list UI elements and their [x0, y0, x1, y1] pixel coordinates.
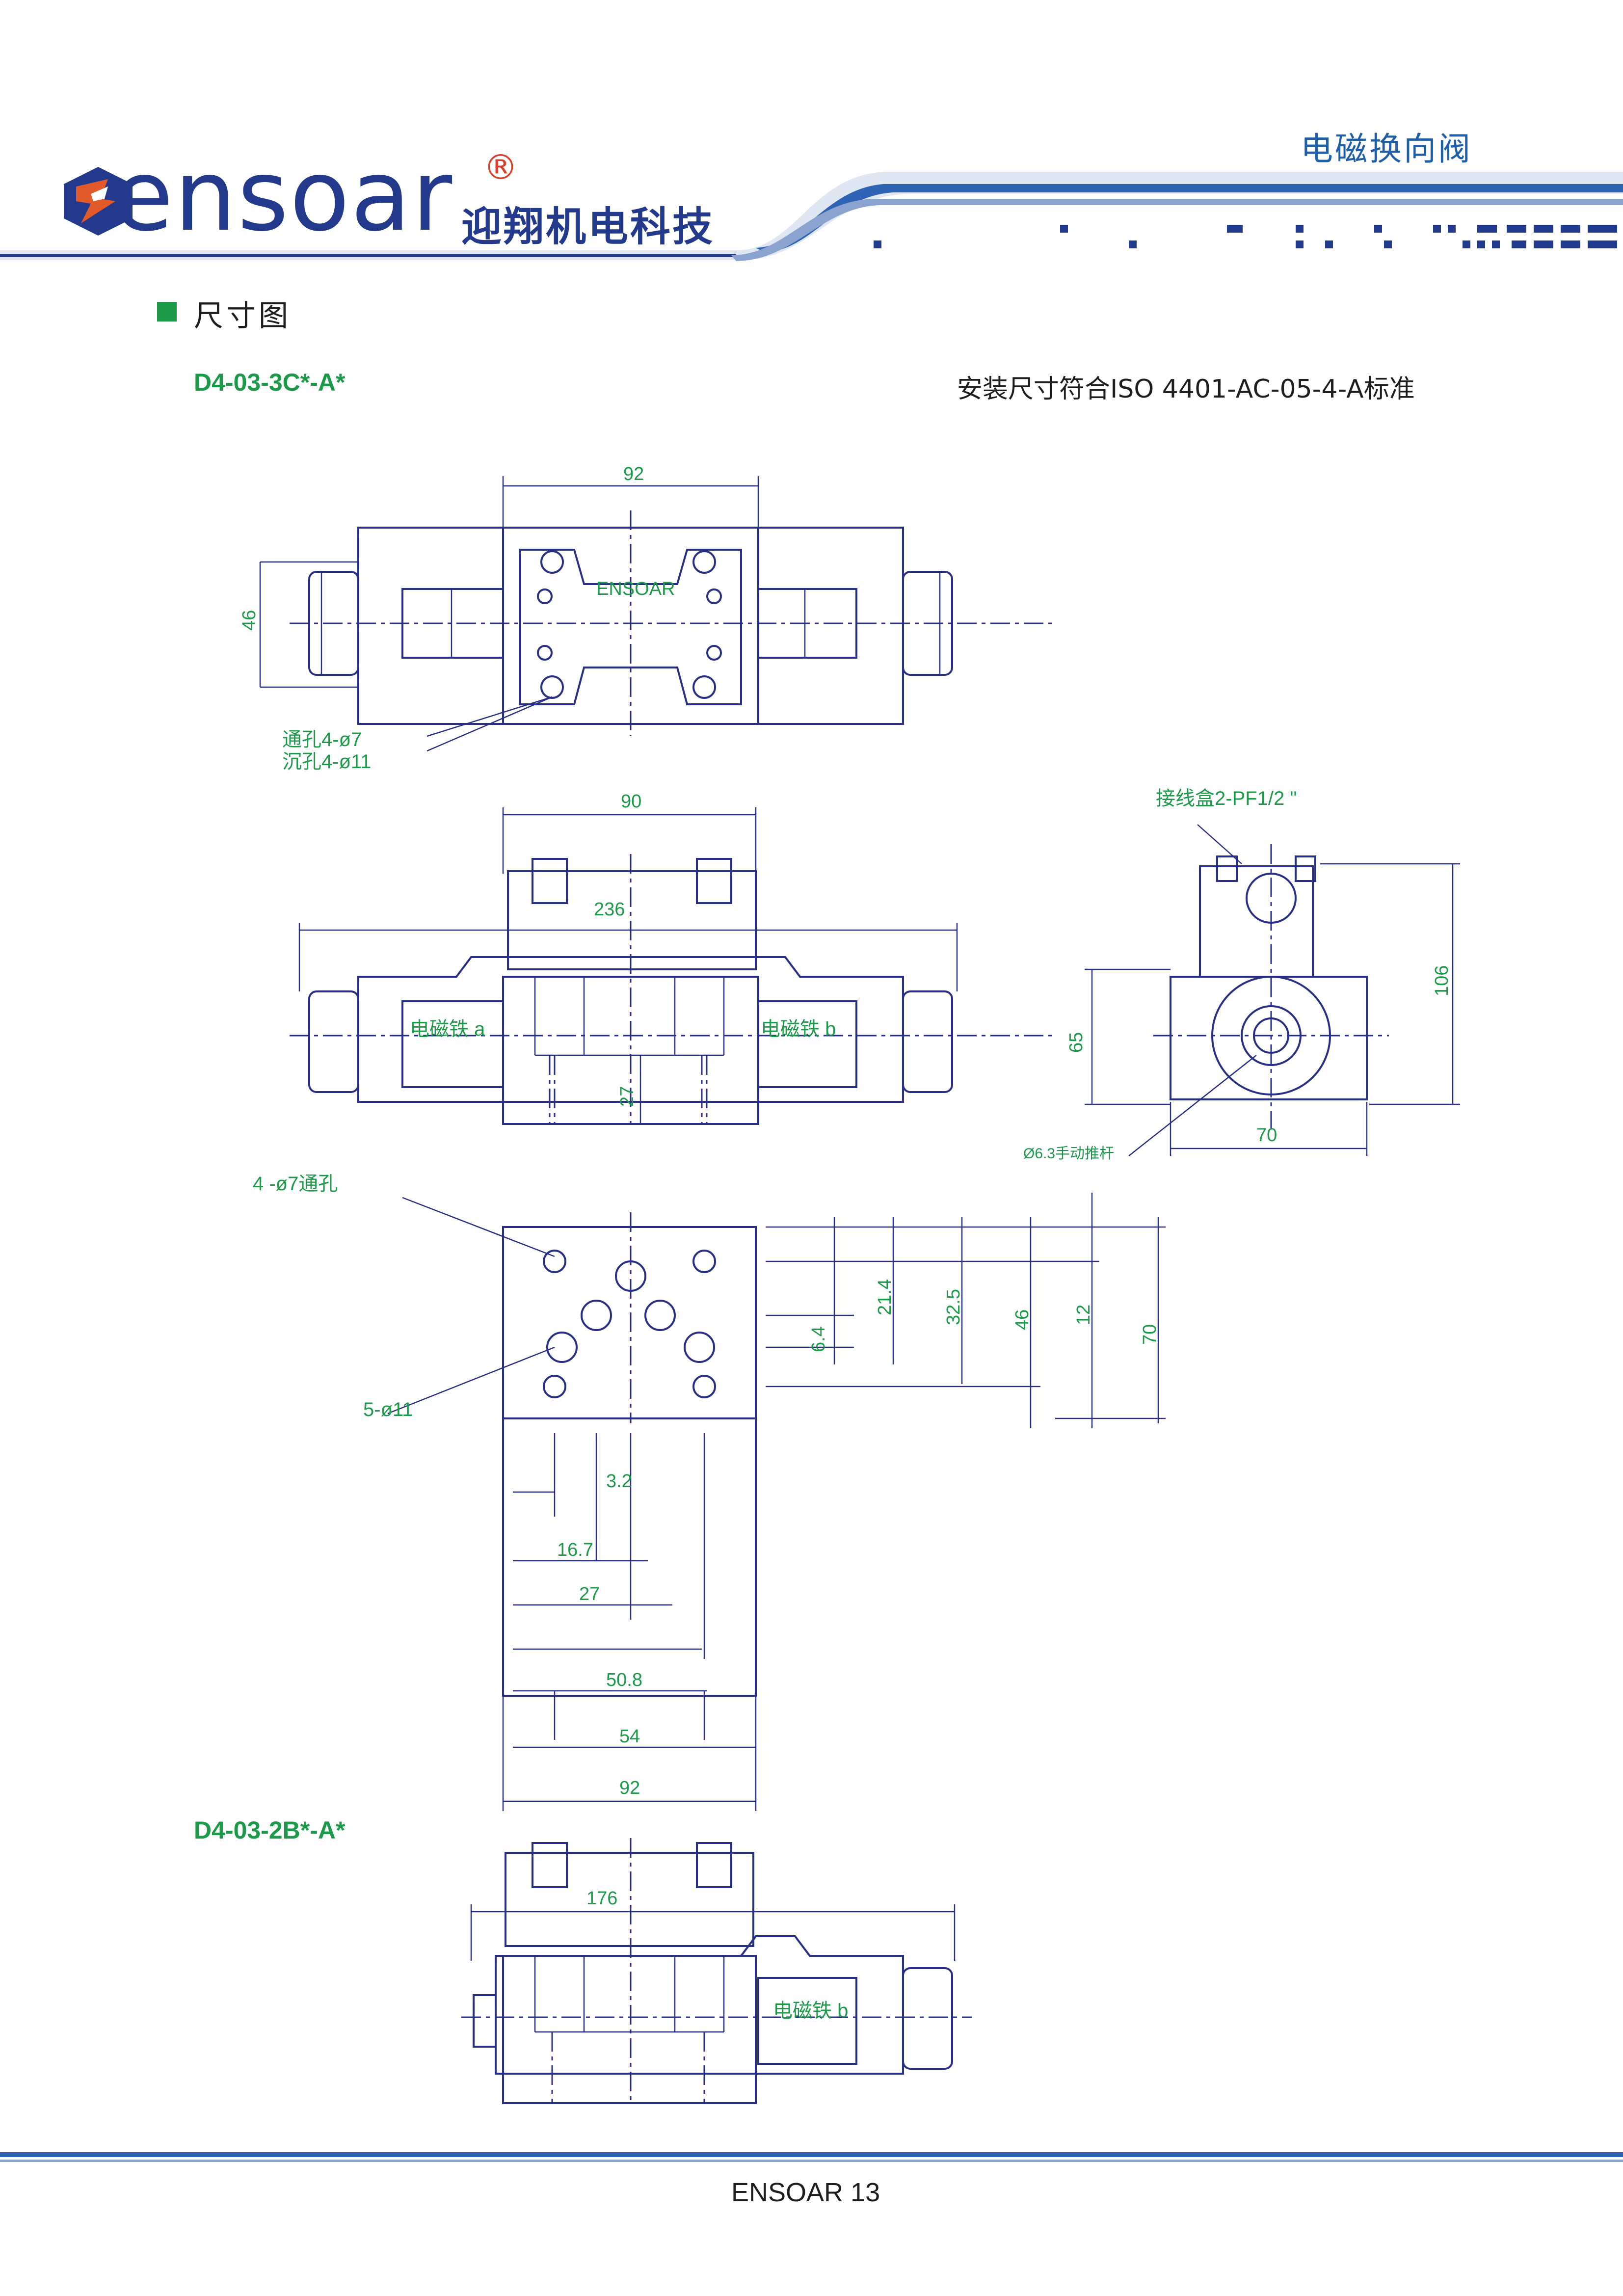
- logo-wordmark: ensoar: [113, 139, 453, 253]
- dim-50-8: 50.8: [606, 1670, 642, 1690]
- header-banner: [0, 172, 1623, 261]
- dim-12: 12: [1073, 1305, 1094, 1325]
- dim-front-overall: 236: [594, 899, 625, 920]
- dim-3-2: 3.2: [606, 1471, 632, 1492]
- company-name: 迎翔机电科技: [461, 204, 715, 250]
- dim-70-port: 70: [1140, 1324, 1160, 1345]
- manual-pin-label: Ø6.3手动推杆: [1023, 1146, 1114, 1162]
- second-model-front-view: [461, 1838, 972, 2104]
- dim-top-width: 92: [623, 464, 644, 484]
- footer-rule-top: [0, 2152, 1623, 2157]
- second-solenoid-b-label: 电磁铁 b: [773, 2000, 848, 2022]
- dim-front-top: 90: [621, 791, 641, 812]
- dim-46: 46: [1012, 1309, 1033, 1330]
- solenoid-b-label: 电磁铁 b: [761, 1018, 836, 1040]
- dim-21-4: 21.4: [875, 1279, 895, 1315]
- dim-top-height: 46: [239, 610, 260, 631]
- section-title: 尺寸图: [194, 299, 291, 333]
- dim-side-65: 65: [1066, 1032, 1087, 1053]
- product-category-title: 电磁换向阀: [1301, 130, 1472, 168]
- dim-32-5: 32.5: [943, 1289, 964, 1325]
- hole-note-counterbore: 沉孔4-ø11: [282, 751, 372, 773]
- registered-mark: ®: [483, 147, 518, 187]
- dim-16-7: 16.7: [557, 1540, 593, 1560]
- center-label-ensoar: ENSOAR: [596, 579, 675, 599]
- top-view: [259, 476, 1055, 752]
- model-code-second: D4-03-2B*-A*: [194, 1816, 346, 1844]
- section-bullet-icon: [157, 302, 177, 321]
- dim-27-port: 27: [579, 1584, 600, 1604]
- logo-mark: [64, 167, 133, 236]
- hole-note-through: 通孔4-ø7: [282, 729, 362, 750]
- dim-side-70: 70: [1256, 1125, 1277, 1146]
- dim-second-overall: 176: [586, 1888, 617, 1909]
- solenoid-a-label: 电磁铁 a: [410, 1018, 485, 1040]
- dim-54: 54: [619, 1726, 640, 1747]
- dim-92-port: 92: [619, 1778, 640, 1798]
- dim-6-4: 6.4: [808, 1326, 829, 1352]
- front-view: [290, 807, 1055, 1125]
- footer-rule-bottom: [0, 2160, 1623, 2162]
- side-view: [1085, 824, 1460, 1156]
- dim-side-106: 106: [1432, 965, 1452, 996]
- through-holes-label: 4 -ø7通孔: [253, 1173, 338, 1195]
- junction-box-label: 接线盒2-PF1/2 ": [1156, 788, 1297, 809]
- model-code-first: D4-03-3C*-A*: [194, 369, 346, 396]
- port-face-view: [387, 1193, 1166, 1811]
- port-holes-label: 5-ø11: [363, 1399, 413, 1420]
- dim-front-27: 27: [617, 1086, 638, 1107]
- standard-note: 安装尺寸符合ISO 4401-AC-05-4-A标准: [957, 374, 1415, 404]
- page-number: ENSOAR 13: [731, 2178, 880, 2207]
